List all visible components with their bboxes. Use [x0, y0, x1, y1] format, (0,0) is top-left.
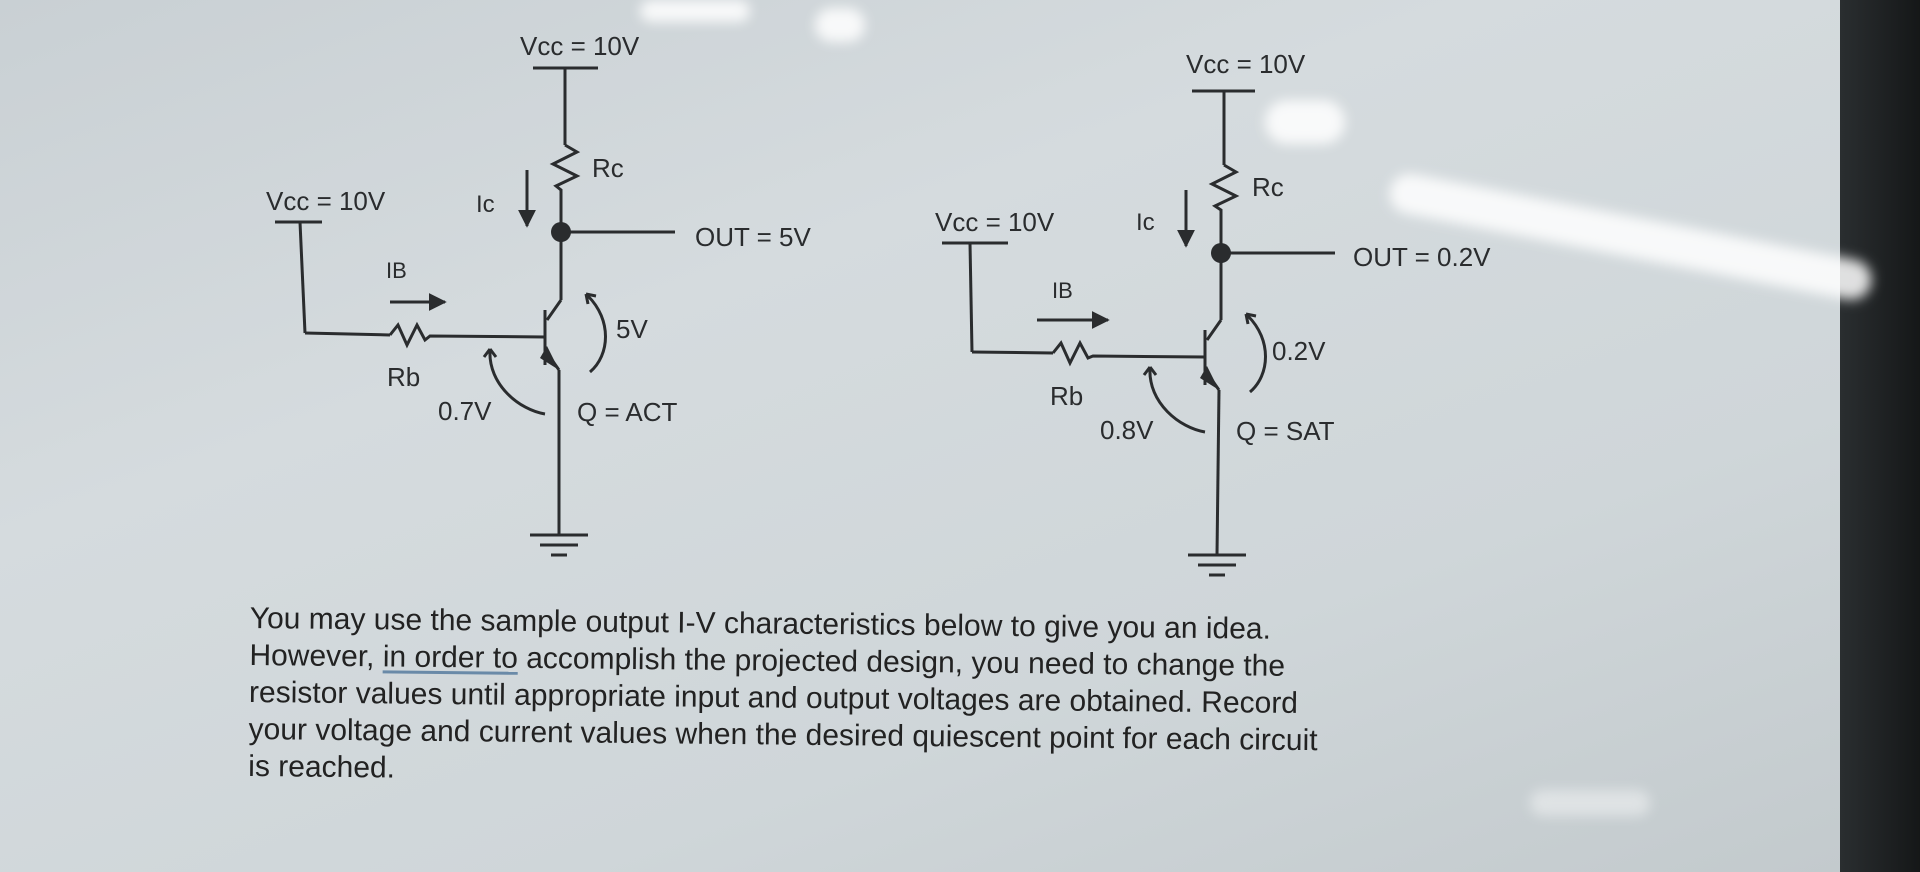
rb-label-saturation: Rb [1050, 381, 1083, 411]
vcc-top-label-saturation: Vcc = 10V [1186, 49, 1306, 79]
circuit-active [275, 66, 675, 557]
monitor-bezel [1840, 0, 1920, 872]
vce-label-saturation: 0.2V [1272, 336, 1326, 366]
emitter-arrow-active [540, 346, 559, 370]
rb-label-active: Rb [387, 362, 420, 392]
vce-label-active: 5V [616, 314, 648, 344]
out-label-saturation: OUT = 0.2V [1353, 242, 1491, 272]
vbe-label-saturation: 0.8V [1100, 415, 1154, 445]
ib-label-saturation: IB [1052, 278, 1073, 303]
output-node-saturation [1211, 243, 1231, 263]
screen-background [0, 0, 1840, 872]
instructions-line-2-start: However, [249, 638, 383, 674]
output-node-active [551, 222, 571, 242]
vbe-label-active: 0.7V [438, 396, 492, 426]
ic-label-saturation: Ic [1136, 209, 1155, 236]
circuit-saturation [942, 89, 1335, 577]
ic-label-active: Ic [476, 191, 495, 218]
rc-label-active: Rc [592, 153, 624, 183]
q-label-saturation: Q = SAT [1236, 416, 1335, 446]
glare-1 [640, 0, 750, 22]
glare-3 [1265, 100, 1345, 144]
underlined-phrase: in order to [382, 640, 519, 675]
instructions-line-2-end: accomplish the projected design, you nee… [517, 641, 1286, 683]
q-label-active: Q = ACT [577, 397, 678, 427]
rc-label-saturation: Rc [1252, 172, 1284, 202]
glare-2 [815, 8, 865, 42]
circuit-diagrams: Vcc = 10V Vcc = 10V Rc Ic IB Rb OUT = 5V… [266, 31, 1491, 577]
ib-label-active: IB [386, 258, 407, 283]
out-label-active: OUT = 5V [695, 222, 812, 252]
instructions-paragraph: You may use the sample output I-V charac… [248, 600, 1550, 799]
glare-5 [1530, 790, 1650, 816]
vcc-top-label-active: Vcc = 10V [520, 31, 640, 61]
emitter-arrow-saturation [1200, 366, 1219, 390]
vcc-left-label-active: Vcc = 10V [266, 186, 386, 216]
vcc-left-label-saturation: Vcc = 10V [935, 207, 1055, 237]
